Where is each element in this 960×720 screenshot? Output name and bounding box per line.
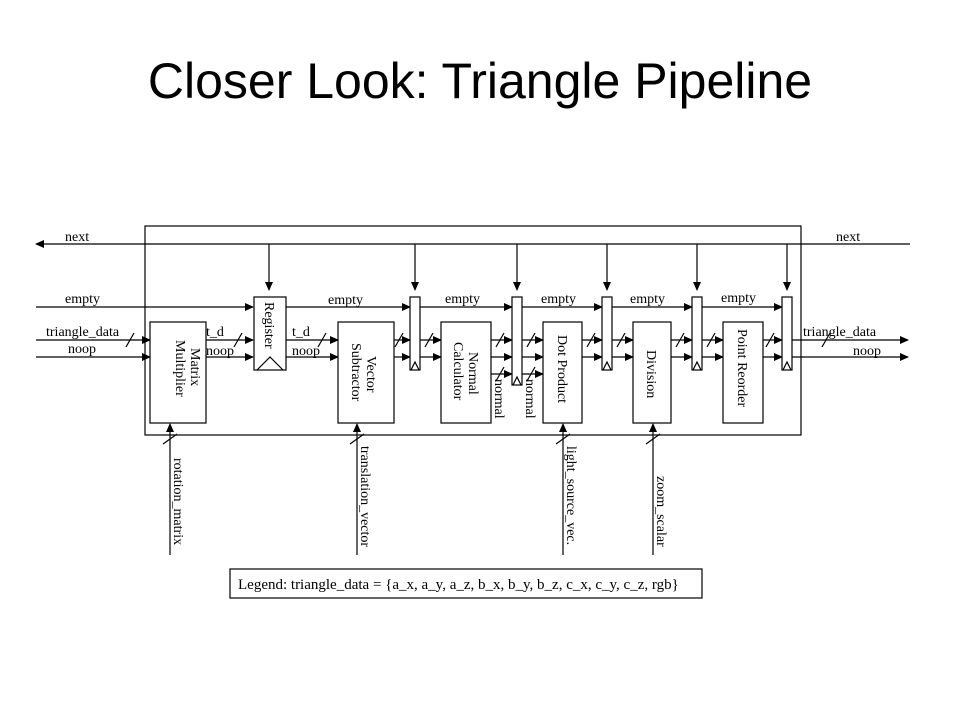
- bus-slash-rot: [162, 433, 178, 445]
- empty-label-5: empty: [721, 291, 756, 306]
- dot-product-block: [542, 321, 583, 424]
- t-d-label-2: t_d: [292, 325, 310, 340]
- pipeline-register-5: [781, 296, 793, 371]
- bus-slash-5b: [495, 366, 505, 382]
- empty-label-1: empty: [328, 293, 363, 308]
- register-label: Register: [261, 302, 276, 349]
- bus-slash-9: [675, 332, 685, 348]
- t-d-label-1: t_d: [206, 325, 224, 340]
- legend-box: [229, 568, 703, 599]
- bus-slash-7: [586, 332, 596, 348]
- normal-calculator-block: [440, 321, 492, 424]
- empty-label-in: empty: [65, 292, 100, 307]
- matrix-label-line1: Matrix: [187, 348, 202, 386]
- normal-signal-label-2: normal: [522, 379, 537, 419]
- bus-slash-out: [821, 332, 831, 348]
- triangle-data-label-in: triangle_data: [46, 325, 120, 340]
- bus-slash-8: [616, 332, 626, 348]
- bus-slash-4: [424, 332, 434, 348]
- noop-label-1: noop: [206, 344, 234, 359]
- triangle-data-label-out: triangle_data: [803, 325, 877, 340]
- point-reorder-label: Point Reorder: [734, 329, 749, 407]
- empty-label-4: empty: [630, 292, 665, 307]
- bus-slash-6: [526, 332, 536, 348]
- bus-slash-light: [555, 433, 571, 445]
- bus-slash-3: [394, 332, 404, 348]
- vector-label-line2: Subtractor: [348, 343, 363, 402]
- rotation-matrix-label: rotation_matrix: [170, 458, 185, 545]
- slide-title: Closer Look: Triangle Pipeline: [147, 53, 813, 109]
- bus-slash-1: [233, 332, 243, 348]
- normal-label-line1: Normal: [465, 352, 480, 395]
- next-label-right: next: [836, 230, 860, 245]
- legend-text: Legend: triangle_data = {a_x, a_y, a_z, …: [238, 577, 679, 593]
- bus-slash-10: [706, 332, 716, 348]
- bus-slash-zoom: [645, 433, 661, 445]
- pipeline-register-2: [511, 296, 523, 386]
- pipeline-register-1: [409, 296, 421, 371]
- noop-label-out: noop: [853, 344, 881, 359]
- empty-label-3: empty: [541, 292, 576, 307]
- dot-product-label: Dot Product: [554, 335, 569, 403]
- bus-slash-6b: [526, 366, 536, 382]
- normal-label-line2: Calculator: [450, 342, 465, 401]
- matrix-label-line2: Multiplier: [172, 340, 187, 397]
- bus-slash-5: [495, 332, 505, 348]
- normal-signal-label-1: normal: [491, 379, 506, 419]
- zoom-scalar-label: zoom_scalar: [653, 476, 668, 547]
- bus-slash-11: [765, 332, 775, 348]
- preg5-clock-mark: [782, 360, 792, 371]
- pipeline-register-4: [691, 296, 703, 371]
- bus-slash-in-1: [125, 332, 135, 348]
- vector-subtractor-block: [337, 321, 395, 424]
- matrix-multiplier-block: [149, 321, 207, 424]
- noop-label-in: noop: [68, 342, 96, 357]
- next-label-left: next: [65, 230, 89, 245]
- light-source-label: light_source_vec.: [563, 446, 578, 545]
- empty-label-2: empty: [445, 292, 480, 307]
- preg2-clock-mark: [512, 375, 522, 386]
- translation-vector-label: translation_vector: [357, 446, 372, 547]
- division-block: [632, 321, 672, 424]
- noop-label-2: noop: [292, 344, 320, 359]
- preg3-clock-mark: [602, 360, 612, 371]
- preg4-clock-mark: [692, 360, 702, 371]
- register-clock-mark: [256, 356, 284, 371]
- bus-slash-trans: [349, 433, 365, 445]
- pipeline-enclosure: [144, 225, 802, 436]
- division-label: Division: [643, 350, 658, 398]
- vector-label-line1: Vector: [363, 356, 378, 393]
- point-reorder-block: [722, 321, 764, 424]
- preg1-clock-mark: [410, 360, 420, 371]
- bus-slash-2: [317, 332, 327, 348]
- pipeline-register-3: [601, 296, 613, 371]
